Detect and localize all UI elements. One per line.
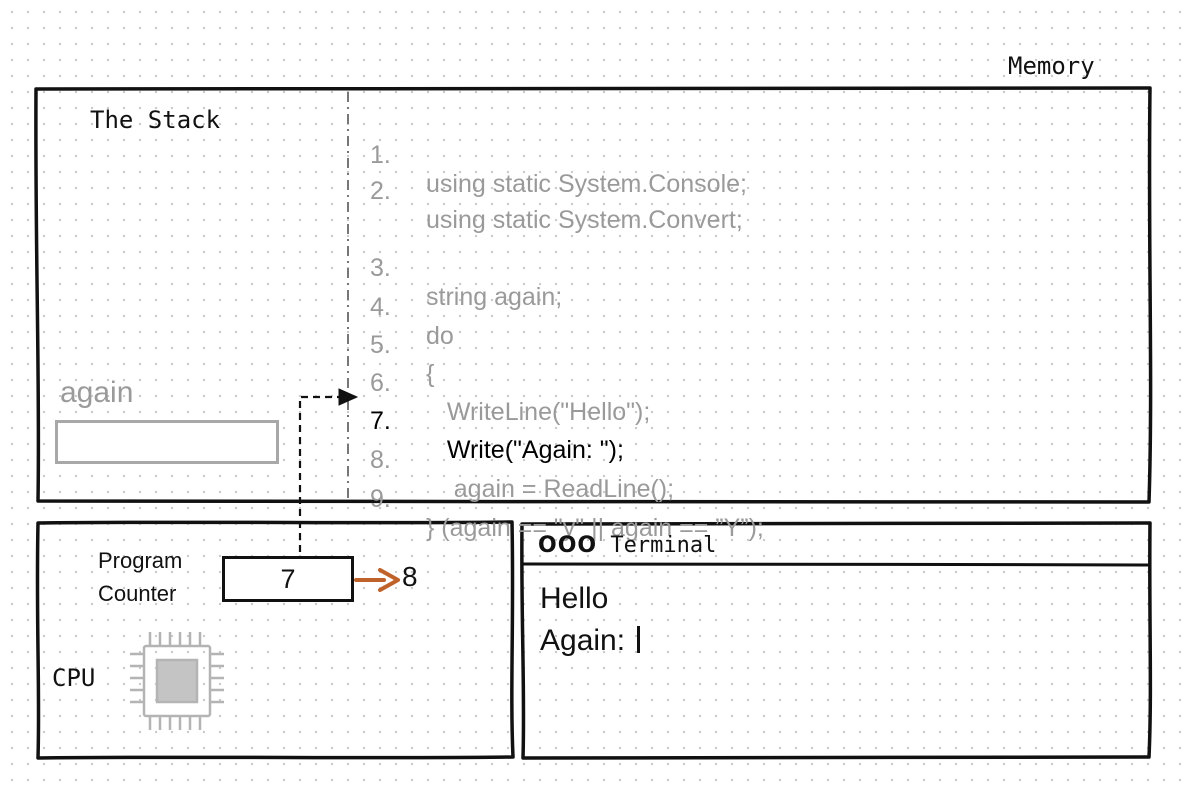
code-line-text: do <box>426 322 454 350</box>
increment-arrow <box>354 568 400 592</box>
terminal-window-buttons: OOO <box>538 533 598 558</box>
code-line-number: 5. <box>370 331 391 359</box>
code-line-4: 4. do <box>370 264 454 350</box>
code-line-number: 2. <box>370 177 391 205</box>
cpu-chip-icon <box>130 632 224 730</box>
code-line-text: string again; <box>426 283 563 311</box>
stack-variable-name: again <box>60 376 134 409</box>
code-line-number: 7. <box>370 407 391 435</box>
code-line-number: 9. <box>370 485 391 513</box>
code-line-text: again = ReadLine(); <box>426 475 675 503</box>
code-line-number: 4. <box>370 293 391 321</box>
code-line-text: WriteLine("Hello"); <box>426 398 651 426</box>
code-line-1: 1. using static System.Console; <box>370 112 747 198</box>
terminal-title: Terminal <box>610 533 717 558</box>
memory-frame <box>34 86 1153 504</box>
code-line-5: 5. { <box>370 302 434 388</box>
code-line-number: 8. <box>370 446 391 474</box>
terminal-output-line: Hello <box>540 582 609 615</box>
code-line-2: 2. using static System.Convert; <box>370 148 743 234</box>
code-line-7-current: 7. Write("Again: "); <box>370 378 624 464</box>
program-counter-label: Program Counter <box>98 544 182 610</box>
program-counter-label-line2: Counter <box>98 581 177 606</box>
program-counter-next-value: 8 <box>402 561 418 592</box>
code-line-text: Write("Again: "); <box>426 436 624 464</box>
code-line-3: 3. string again; <box>370 225 562 311</box>
program-counter-label-line1: Program <box>98 548 183 573</box>
code-line-text: } (again == "y" || again == ”Y”); <box>426 514 764 542</box>
terminal-prompt-line: Again: <box>540 624 641 658</box>
code-line-text: using static System.Console; <box>426 170 747 198</box>
terminal-cursor <box>637 626 641 653</box>
program-counter-pointer <box>298 388 359 552</box>
memory-title: Memory <box>1008 52 1095 80</box>
terminal-prompt-text: Again: <box>540 624 634 657</box>
code-line-9: 9. } (again == "y" || again == ”Y”); <box>370 456 764 542</box>
code-line-text: using static System.Convert; <box>426 206 743 234</box>
stack-title: The Stack <box>90 106 221 134</box>
code-line-number: 1. <box>370 141 391 169</box>
cpu-frame <box>35 520 515 760</box>
stack-variable-slot <box>55 420 279 464</box>
code-line-number: 3. <box>370 254 391 282</box>
terminal-frame <box>520 521 1153 760</box>
code-line-6: 6. WriteLine("Hello"); <box>370 340 650 426</box>
code-line-8: 8. again = ReadLine(); <box>370 417 674 503</box>
code-line-text: { <box>426 360 435 388</box>
code-line-number: 6. <box>370 369 391 397</box>
cpu-label: CPU <box>52 664 96 692</box>
terminal-title-divider <box>522 562 1151 567</box>
program-counter-value: 7 <box>222 556 354 602</box>
terminal-titlebar: OOO Terminal <box>538 533 716 558</box>
